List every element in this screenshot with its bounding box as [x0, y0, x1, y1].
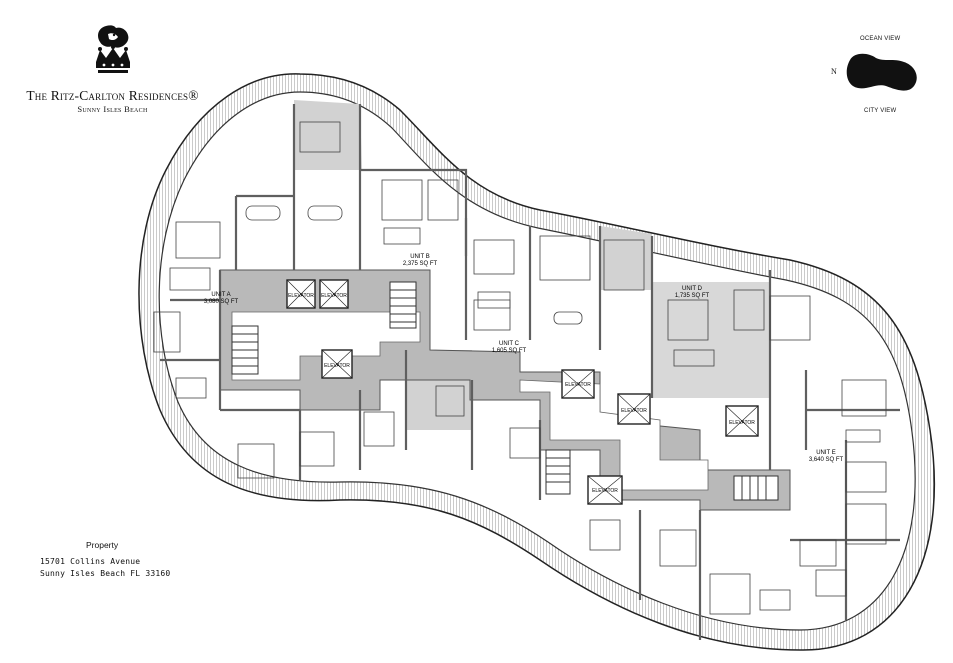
brand-logo: The Ritz-Carlton Residences® Sunny Isles… [10, 22, 215, 114]
elevator-box: ELEVATOR [321, 349, 353, 379]
elevator-box: ELEVATOR [319, 279, 349, 309]
elevator-label: ELEVATOR [324, 363, 350, 369]
elevator-box: ELEVATOR [617, 393, 651, 425]
north-label: N [831, 67, 837, 76]
unit-label-d: UNIT D 1,735 SQ FT [675, 286, 710, 299]
unit-label-e: UNIT E 3,640 SQ FT [809, 450, 844, 463]
property-info: Property 15701 Collins Avenue Sunny Isle… [40, 540, 170, 580]
stair-3 [545, 449, 571, 495]
stair-4 [733, 475, 779, 501]
unit-label-b: UNIT B 2,375 SQ FT [403, 254, 438, 267]
corridor-east [519, 379, 709, 491]
stair-1 [231, 325, 259, 375]
lion-crown-emblem [95, 25, 130, 73]
elevator-box: ELEVATOR [561, 369, 595, 399]
unit-b-shade [294, 100, 362, 170]
elevator-label: ELEVATOR [729, 420, 755, 426]
unit-area: 1,605 SQ FT [492, 348, 527, 354]
unit-name: UNIT A [211, 292, 230, 298]
address-line-1: 15701 Collins Avenue [40, 557, 141, 566]
ocean-view-label: OCEAN VIEW [860, 36, 901, 42]
elevator-label: ELEVATOR [288, 293, 314, 299]
orientation-key: OCEAN VIEW N CITY VIEW [828, 34, 928, 120]
brand-name: The Ritz-Carlton Residences® [26, 88, 199, 103]
elevator-label: ELEVATOR [621, 408, 647, 414]
unit-area: 2,375 SQ FT [403, 261, 438, 267]
unit-name: UNIT B [410, 254, 430, 260]
property-heading: Property [86, 540, 119, 550]
city-view-label: CITY VIEW [864, 108, 897, 114]
address-line-2: Sunny Isles Beach FL 33160 [40, 569, 171, 578]
corridor [231, 311, 421, 381]
unit-name: UNIT C [499, 341, 520, 347]
unit-area: 1,735 SQ FT [675, 293, 710, 299]
unit-name: UNIT E [816, 450, 836, 456]
unit-c-shade [600, 226, 652, 290]
unit-label-c: UNIT C 1,605 SQ FT [492, 341, 527, 354]
elevator-box: ELEVATOR [286, 279, 316, 309]
unit-name: UNIT D [682, 286, 703, 292]
building-silhouette-icon [846, 53, 917, 91]
unit-d-shade [652, 282, 770, 398]
elevator-box: ELEVATOR [725, 405, 759, 437]
furniture [153, 121, 887, 615]
elevator-label: ELEVATOR [321, 293, 347, 299]
stair-2 [389, 281, 417, 329]
elevator-box: ELEVATOR [587, 475, 623, 505]
brand-location: Sunny Isles Beach [77, 104, 148, 114]
unit-label-a: UNIT A 3,080 SQ FT [204, 292, 239, 305]
elevator-label: ELEVATOR [565, 382, 591, 388]
unit-area: 3,080 SQ FT [204, 299, 239, 305]
unit-area: 3,640 SQ FT [809, 457, 844, 463]
elevator-label: ELEVATOR [592, 488, 618, 494]
